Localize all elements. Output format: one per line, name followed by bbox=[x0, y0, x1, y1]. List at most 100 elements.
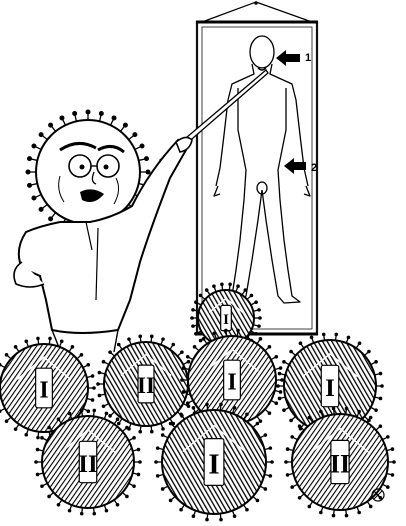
virus-spike-tip bbox=[280, 378, 284, 382]
virus-spike-tip bbox=[386, 435, 390, 439]
virus-spike-tip bbox=[59, 339, 64, 344]
virus-spike-tip bbox=[180, 378, 184, 382]
virus-spike-tip bbox=[181, 366, 186, 370]
virus-spike-tip bbox=[154, 460, 158, 464]
virus-spike-tip bbox=[319, 409, 323, 414]
virus-spike-tip bbox=[205, 517, 209, 522]
virus-spike-tip bbox=[138, 460, 142, 464]
virus-spike-tip bbox=[307, 504, 312, 509]
virus-spike-tip bbox=[24, 432, 29, 437]
virus-spike-tip bbox=[212, 331, 217, 336]
virus-spike-tip bbox=[374, 360, 378, 364]
virus-spike-tip bbox=[0, 362, 2, 367]
virus-spike-tip bbox=[268, 446, 273, 450]
virus-spike-tip bbox=[4, 353, 9, 357]
virus-spike-tip bbox=[198, 293, 203, 298]
virus-spike-tip bbox=[268, 474, 273, 478]
virus-spike-tip bbox=[47, 425, 51, 430]
virus-spike-tip bbox=[132, 484, 136, 488]
virus-numeral-label: II bbox=[78, 451, 97, 478]
virus-spike-tip bbox=[290, 435, 294, 439]
virus-spike-tip bbox=[31, 195, 37, 201]
virus-spike-tip bbox=[90, 374, 95, 378]
virus-numeral-label: I bbox=[325, 375, 335, 402]
virus-spike-tip bbox=[297, 496, 302, 500]
virus-spike-tip bbox=[35, 447, 40, 452]
virus-spike-tip bbox=[171, 342, 176, 347]
virus-spike-tip bbox=[284, 460, 288, 464]
virus-spike-tip bbox=[191, 324, 195, 328]
virus-numeral-label: I bbox=[208, 448, 219, 480]
virus-spike-tip bbox=[168, 421, 173, 426]
virus-spike-tip bbox=[27, 156, 33, 162]
virus-spike-tip bbox=[267, 345, 272, 349]
virus-spike-tip bbox=[24, 339, 29, 344]
virus-spike-tip bbox=[257, 308, 261, 312]
virus-spike-tip bbox=[101, 359, 106, 364]
virus-spike-tip bbox=[274, 354, 279, 359]
virus-spike-tip bbox=[270, 460, 274, 464]
virus-spike-tip bbox=[380, 384, 384, 388]
virus-spike-tip bbox=[219, 517, 223, 522]
virus-spike-tip bbox=[132, 132, 138, 138]
virus-spike-tip bbox=[185, 354, 190, 359]
virus-spike-tip bbox=[212, 284, 216, 289]
virus-spike-tip bbox=[136, 472, 141, 477]
virus-spike-tip bbox=[13, 345, 18, 349]
virus-spike-tip bbox=[374, 408, 378, 412]
virus-spike-tip bbox=[104, 411, 109, 416]
virus-spike-tip bbox=[139, 143, 145, 149]
virus-spike-tip bbox=[245, 507, 249, 512]
audience-virus: I bbox=[180, 328, 284, 432]
virus-spike-tip bbox=[368, 415, 373, 420]
virus-spike-tip bbox=[185, 401, 190, 406]
virus-spike-tip bbox=[98, 111, 104, 117]
virus-spike-tip bbox=[79, 353, 84, 357]
virus-spike-tip bbox=[201, 337, 206, 341]
marker-2: 2 bbox=[284, 158, 317, 174]
diagram-head bbox=[249, 35, 275, 69]
virus-spike-tip bbox=[219, 402, 223, 407]
virus-spike-tip bbox=[258, 316, 262, 320]
virus-spike-tip bbox=[357, 341, 362, 346]
virus-spike-tip bbox=[115, 417, 120, 422]
human-body-diagram bbox=[213, 35, 311, 304]
virus-spike-tip bbox=[378, 396, 383, 401]
virus-spike-tip bbox=[97, 370, 102, 375]
virus-spike-tip bbox=[331, 513, 336, 518]
virus-spike-tip bbox=[331, 406, 336, 411]
wall-poster: 1 2 bbox=[195, 1, 319, 336]
virus-spike-tip bbox=[101, 404, 106, 409]
virus-spike-tip bbox=[307, 415, 312, 420]
virus-spike-tip bbox=[70, 345, 75, 349]
virus-spike-tip bbox=[92, 511, 97, 516]
virus-spike-tip bbox=[79, 408, 84, 413]
virus-spike-tip bbox=[160, 433, 165, 437]
virus-spike-tip bbox=[149, 429, 154, 434]
virus-spike-tip bbox=[86, 362, 91, 367]
virus-spike-tip bbox=[344, 406, 349, 411]
virus-spike-tip bbox=[245, 412, 249, 417]
virus-spike-tip bbox=[255, 498, 260, 503]
virus-numeral-label: II bbox=[330, 450, 350, 479]
virus-spike-tip bbox=[205, 402, 209, 407]
virus-spike-tip bbox=[321, 332, 326, 337]
virus-spike-tip bbox=[72, 111, 78, 117]
virus-spike-tip bbox=[38, 206, 44, 212]
virus-spike-tip bbox=[116, 342, 121, 347]
virus-spike-tip bbox=[48, 216, 54, 222]
virus-spike-tip bbox=[40, 484, 44, 488]
virus-spike-tip bbox=[285, 447, 290, 451]
virus-spike-tip bbox=[115, 502, 120, 507]
virus-spike-tip bbox=[161, 337, 165, 341]
virus-spike-tip bbox=[31, 143, 37, 149]
virus-spike-tip bbox=[38, 132, 44, 138]
marker-1: 1 bbox=[276, 50, 311, 66]
virus-spike-tip bbox=[232, 405, 237, 410]
virus-spike-tip bbox=[34, 460, 38, 464]
virus-spike-tip bbox=[378, 371, 383, 376]
virus-spike-tip bbox=[127, 337, 131, 341]
virus-spike-tip bbox=[48, 336, 52, 341]
virus-spike-tip bbox=[59, 115, 65, 121]
